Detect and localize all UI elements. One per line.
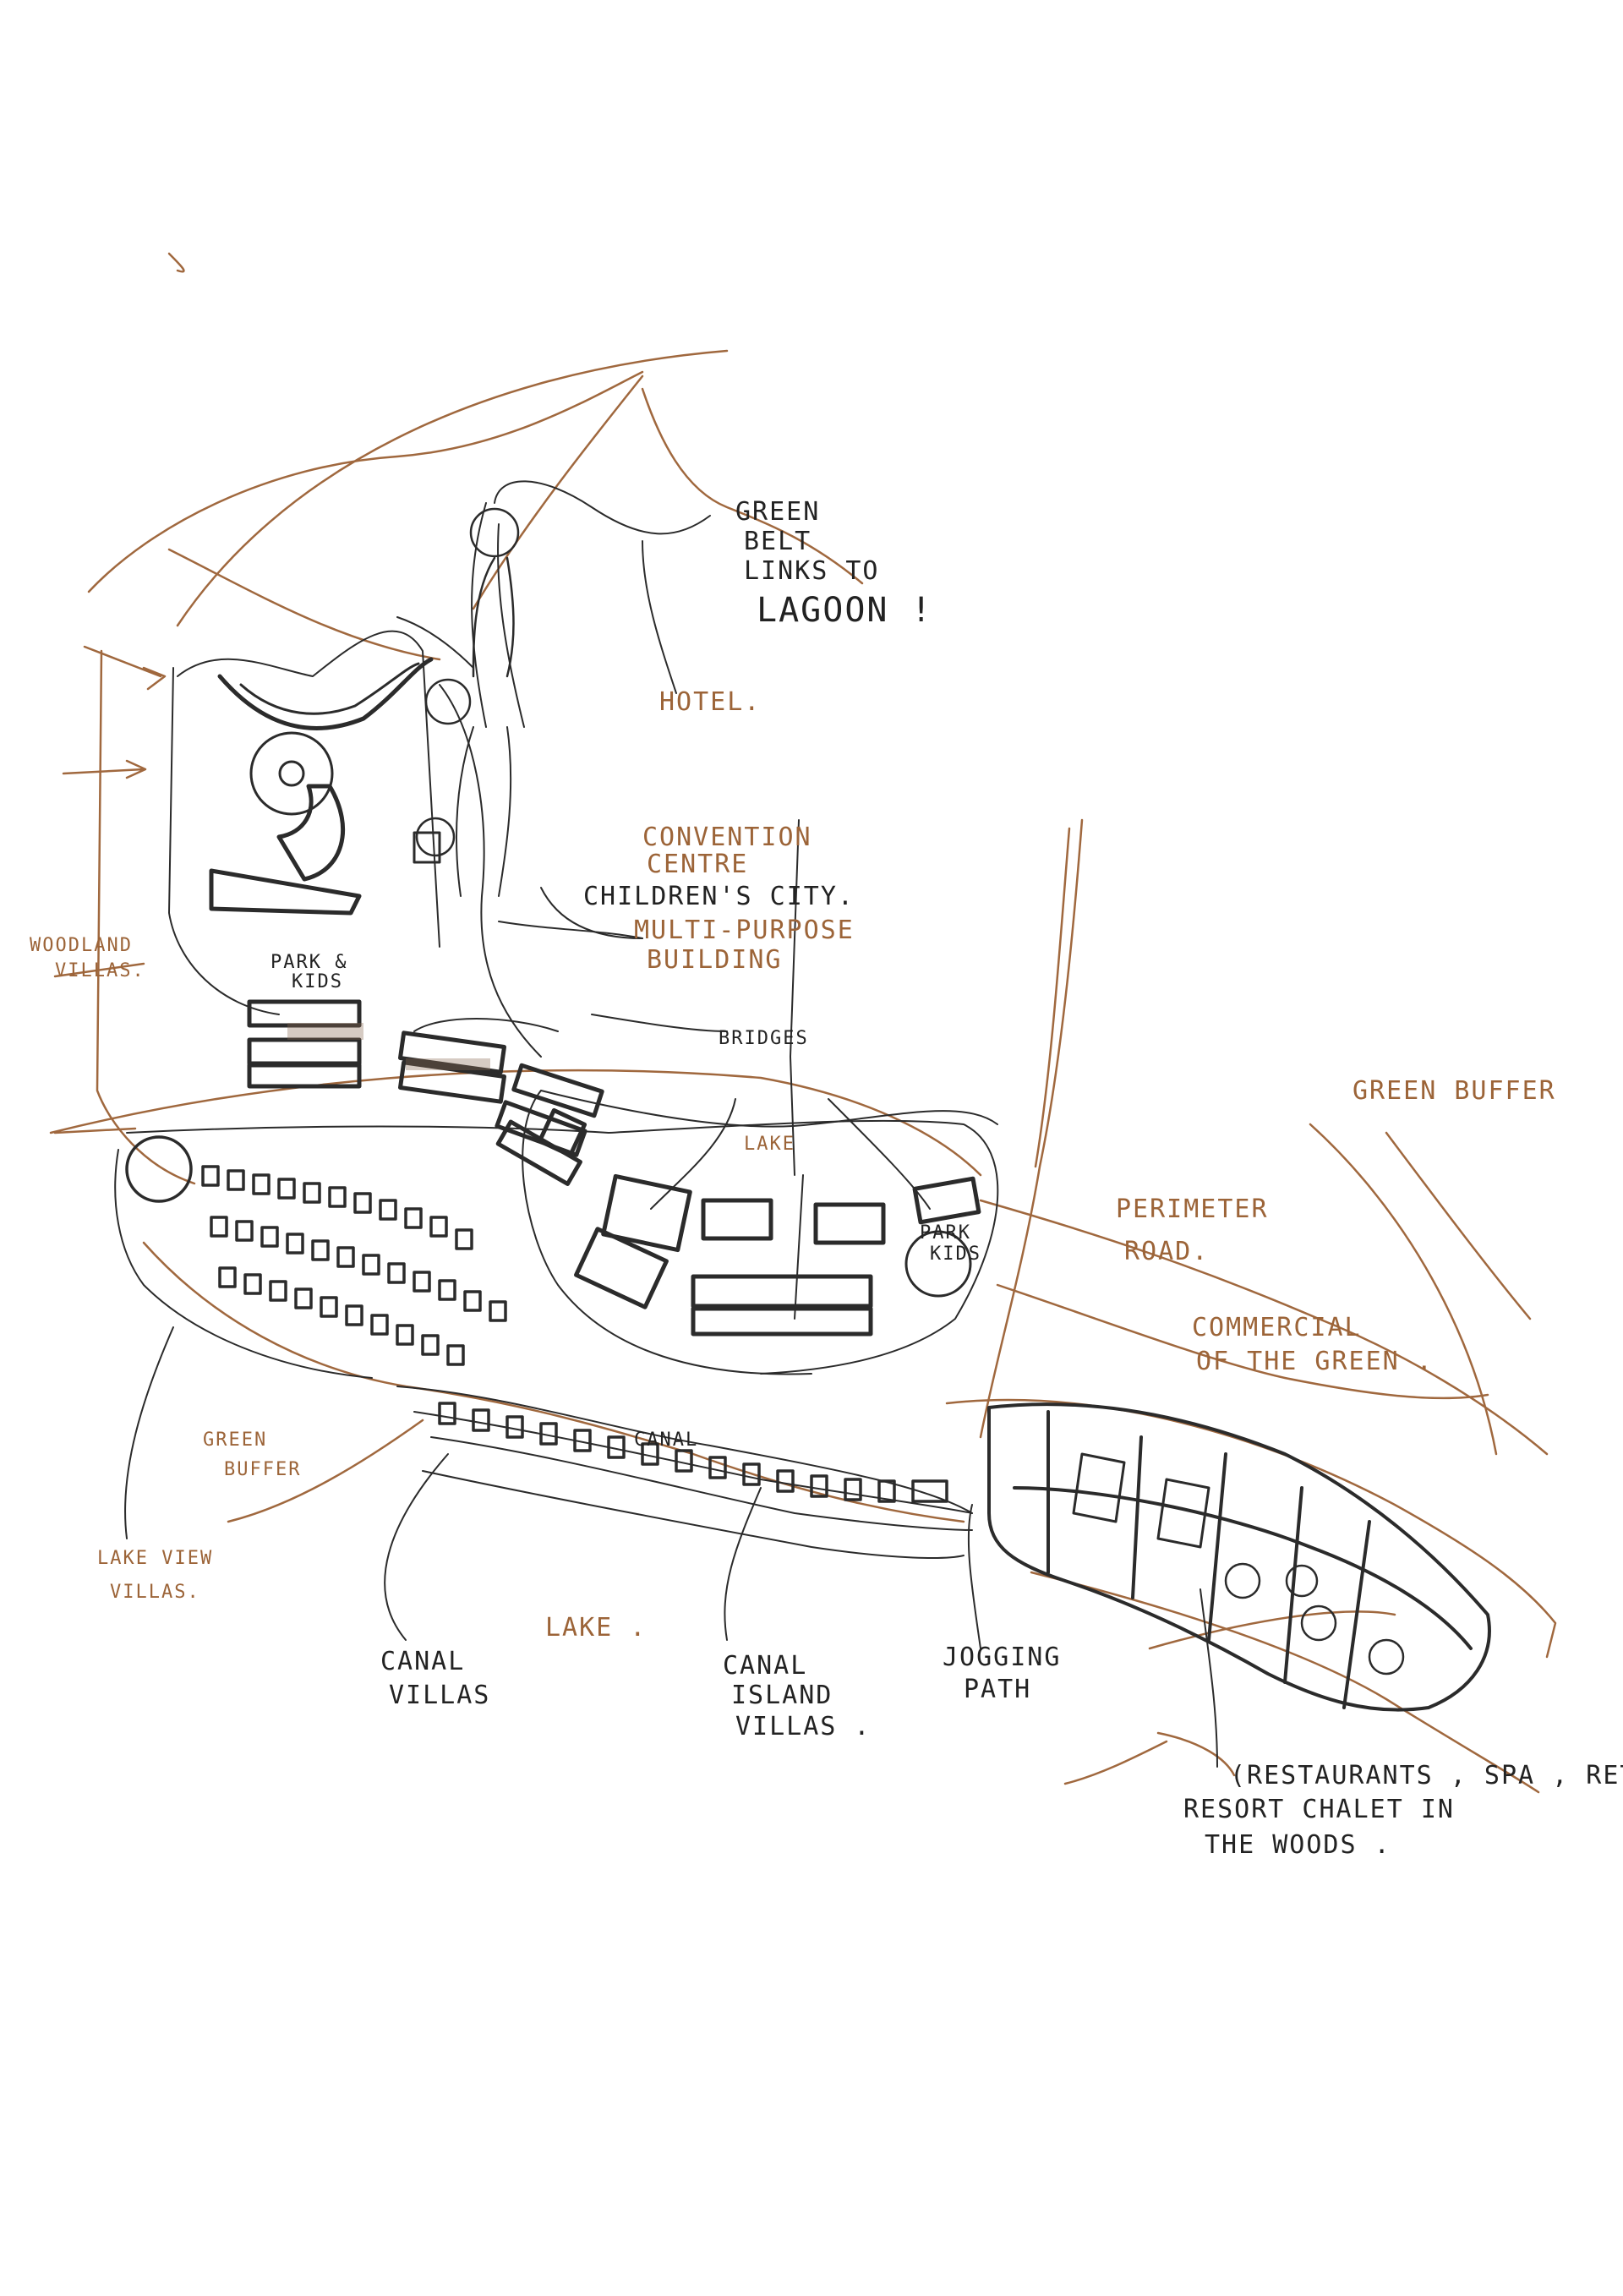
label-green-belt-line2: BELT [744, 527, 812, 556]
label-childrens-city: CHILDREN'S CITY. [583, 882, 855, 911]
label-green-buffer-right: GREEN BUFFER [1352, 1076, 1556, 1106]
label-resort-line2: RESORT CHALET IN [1183, 1795, 1455, 1824]
site-outline-dark [114, 480, 1218, 1768]
label-lake-inner: LAKE [744, 1134, 795, 1155]
hotel-complex [209, 657, 441, 916]
villa-hatching [287, 1023, 490, 1070]
label-park-kids-line2: KIDS [292, 971, 343, 992]
label-perimeter-road-line2: ROAD. [1124, 1237, 1209, 1266]
lake-view-villas [125, 1135, 507, 1366]
label-commercial-line1: COMMERCIAL [1192, 1313, 1362, 1342]
label-jogging-path-line2: PATH [964, 1675, 1031, 1704]
green-belt-node [415, 507, 520, 857]
label-hotel: HOTEL. [659, 687, 761, 717]
access-arrows [53, 252, 185, 1134]
resort-chalets [987, 1402, 1491, 1712]
label-canal-island-line3: VILLAS . [735, 1712, 872, 1741]
label-canal: CANAL [634, 1430, 698, 1451]
label-green-belt-line3: LINKS TO [744, 556, 880, 586]
label-lake-outer: LAKE . [545, 1613, 647, 1643]
woodland-villas [247, 999, 604, 1186]
label-canal-island-line1: CANAL [723, 1651, 807, 1681]
label-commercial-line2: OF THE GREEN . [1196, 1347, 1434, 1376]
label-canal-villas-line2: VILLAS [389, 1681, 490, 1710]
label-resort-line3: THE WOODS . [1205, 1830, 1391, 1860]
commercial-blocks [574, 1173, 981, 1337]
label-perimeter-road-line1: PERIMETER [1116, 1194, 1269, 1224]
label-resort-line1: (RESTAURANTS , SPA , RETAIL) [1230, 1761, 1623, 1790]
label-convention-line2: CENTRE [647, 850, 748, 879]
label-green-buffer-left-line1: GREEN [203, 1430, 267, 1451]
label-lake-view-villas-line2: VILLAS. [110, 1582, 200, 1603]
label-green-belt: GREEN BELT LINKS TO LAGOON ! [735, 497, 933, 630]
label-green-buffer-left-line2: BUFFER [224, 1459, 301, 1480]
label-convention-line1: CONVENTION [642, 823, 812, 852]
label-multi-purpose-line1: MULTI-PURPOSE [634, 916, 855, 945]
label-canal-villas-line1: CANAL [380, 1647, 465, 1676]
label-park-kids2-line1: PARK [920, 1222, 971, 1244]
label-park-kids2-line2: KIDS [930, 1244, 981, 1265]
label-jogging-path-line1: JOGGING [943, 1643, 1061, 1672]
label-bridges: BRIDGES [719, 1028, 809, 1049]
label-green-belt-line1: GREEN [735, 497, 820, 527]
label-multi-purpose-line2: BUILDING [647, 945, 783, 975]
label-lake-view-villas-line1: LAKE VIEW [97, 1548, 213, 1569]
label-park-kids-line1: PARK & [270, 952, 347, 973]
label-woodland-villas-line2: VILLAS. [55, 960, 145, 981]
label-woodland-villas-line1: WOODLAND [30, 935, 133, 956]
label-canal-island-line2: ISLAND [731, 1681, 833, 1710]
canal-island-villas [438, 1402, 948, 1503]
label-green-belt-line4: LAGOON ! [757, 591, 933, 630]
